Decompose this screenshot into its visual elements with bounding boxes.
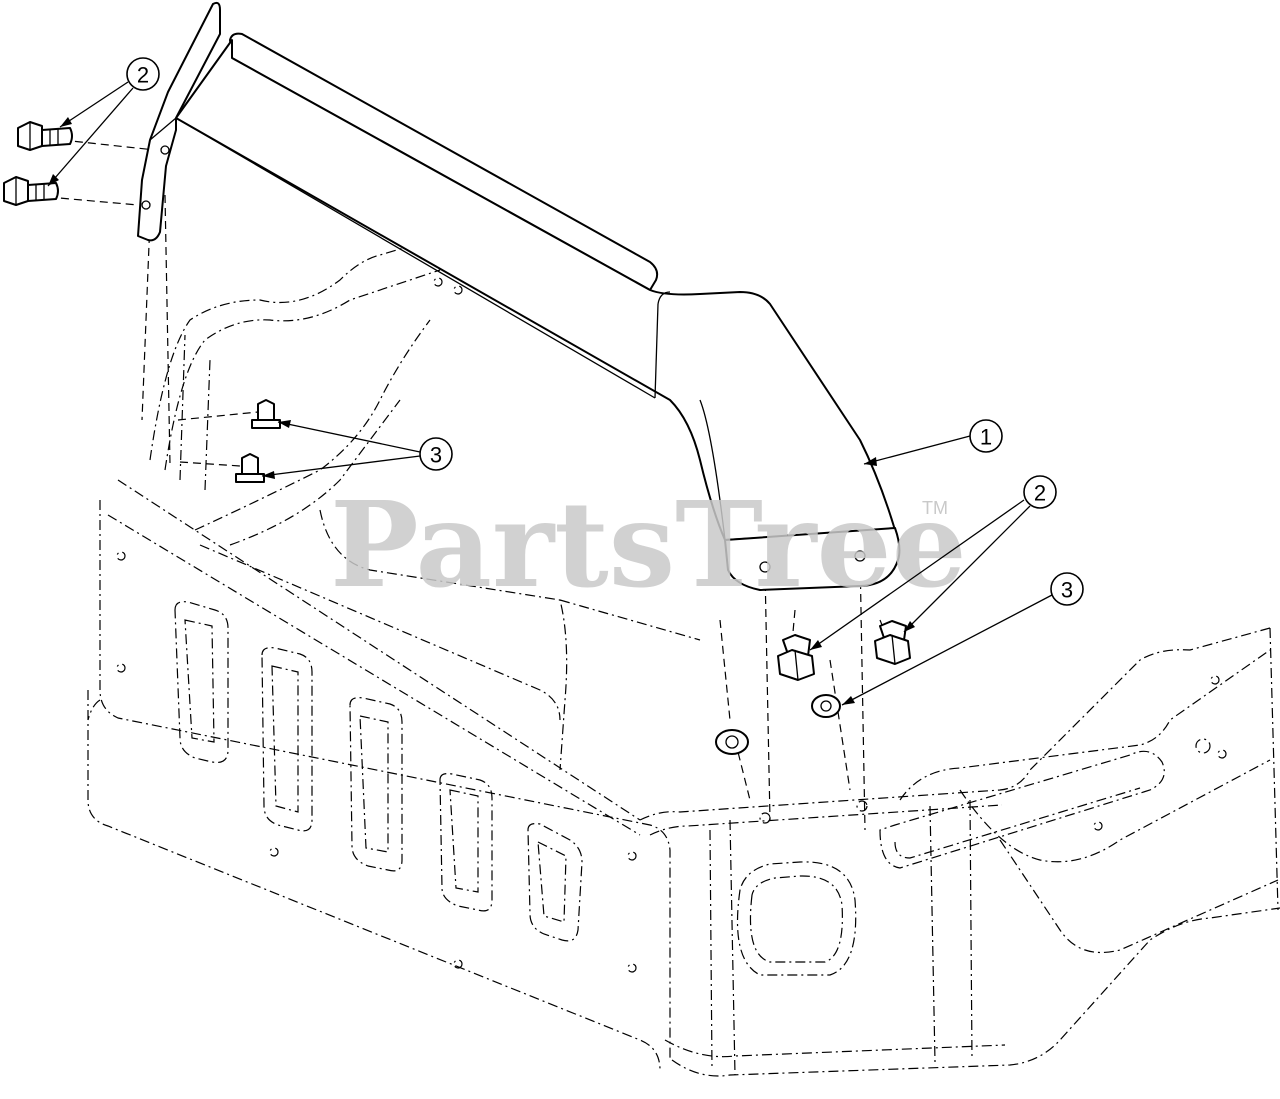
frame-vent-slots — [174, 601, 583, 942]
watermark-text: PartsTree — [330, 475, 967, 614]
part-3-nuts — [235, 399, 841, 755]
bolt-2-lower-mid — [777, 634, 815, 681]
bolt-2-upper-left — [17, 121, 73, 151]
frame-holes — [116, 277, 1227, 973]
watermark-trademark: TM — [922, 498, 948, 518]
callout-leaders — [47, 81, 1053, 706]
callout-3-left[interactable]: 3 — [419, 437, 453, 471]
nut-3-lower-left — [235, 453, 265, 483]
frame-phantom — [47, 139, 1280, 1077]
callout-2-right[interactable]: 2 — [1023, 475, 1057, 509]
partstree-watermark: PartsTree TM — [330, 475, 967, 614]
nut-3-lower-right — [811, 694, 841, 718]
part-1-bracket — [137, 1, 901, 591]
nut-3-upper-left — [251, 399, 281, 429]
callout-2-top-left-label: 2 — [137, 63, 149, 88]
callout-3-right-label: 3 — [1061, 578, 1073, 603]
callout-1[interactable]: 1 — [969, 419, 1003, 453]
callout-3-left-label: 3 — [430, 443, 442, 468]
nut-3-lower-mid — [715, 729, 749, 755]
callout-3-right[interactable]: 3 — [1050, 572, 1084, 606]
callout-2-right-label: 2 — [1034, 481, 1046, 506]
bolt-2-lower-left — [3, 176, 59, 206]
part-2-bolts — [3, 121, 911, 681]
bolt-2-lower-right — [874, 620, 911, 665]
callout-2-top-left[interactable]: 2 — [126, 57, 160, 91]
callout-1-label: 1 — [980, 425, 992, 450]
